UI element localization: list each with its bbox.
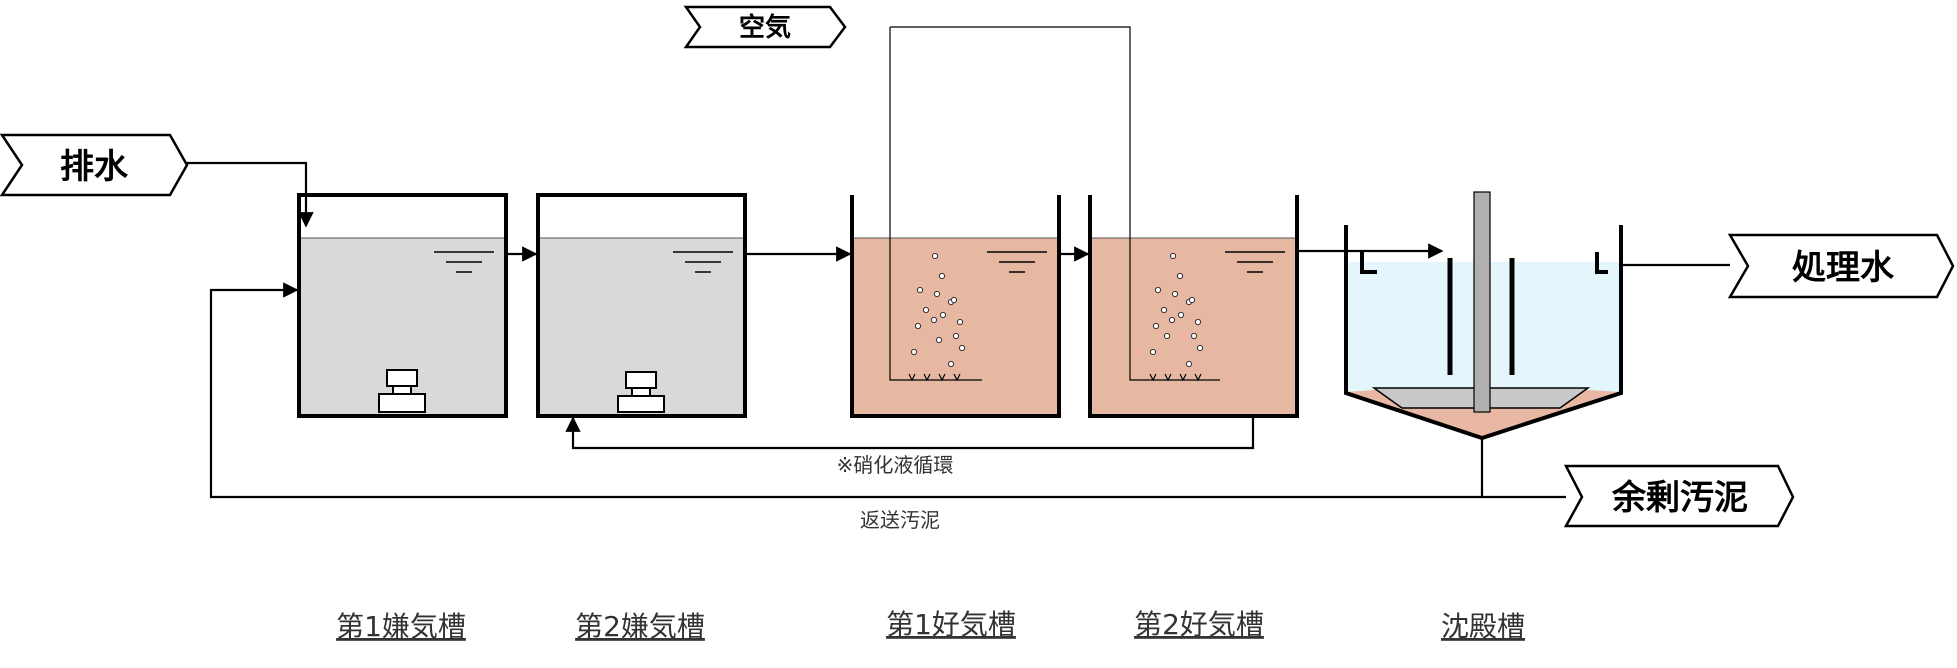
drive-shaft [1473,191,1491,413]
aerobic-tank-2 [890,26,1299,418]
excess-label-text: 余剰汚泥 [1611,478,1748,518]
tank-4-wall [1088,195,1299,418]
treated-label-text: 処理水 [1792,248,1895,288]
anaerobic-tank-2 [536,193,747,418]
anaerobic-tank-1 [297,193,508,418]
diffuser-icon [1149,373,1202,382]
caption-anaerobic-2: 第2嫌気槽 [575,610,705,643]
caption-aerobic-1: 第1好気槽 [886,608,1016,641]
tank-4-liquid [1090,238,1297,416]
mixer-icon [617,371,665,413]
mixer-icon [378,369,426,413]
nitrate-recycle-label: ※硝化液循環 [837,453,954,477]
level-mark-icon [434,251,494,273]
return-sludge-pipe [209,282,1482,499]
excess-sludge-output-label: 余剰汚泥 [1563,464,1795,528]
drain-label-text: 排水 [60,147,129,187]
level-mark-icon [1225,251,1285,273]
settling-tank [1344,191,1623,441]
caption-aerobic-2: 第2好気槽 [1134,608,1264,641]
drain-inflow-pipe [187,161,314,228]
tank-3-wall [850,195,1061,418]
caption-settling: 沈殿槽 [1441,610,1525,643]
air-input-label: 空気 [683,5,847,49]
air-pipe [889,27,982,381]
return-sludge-label: 返送汚泥 [860,508,940,532]
nitrate-recycle-pipe [565,416,1255,450]
diffuser-icon [908,373,961,382]
air-label-text: 空気 [739,12,791,43]
drain-input-label: 排水 [0,133,189,197]
level-mark-icon [987,251,1047,273]
inlet-weir [1360,252,1377,274]
excess-sludge-pipe [1480,438,1566,499]
tank-2-wall [536,193,747,418]
aerobic-tank-1 [850,27,1061,418]
caption-anaerobic-1: 第1嫌気槽 [336,610,466,643]
level-mark-icon [673,251,733,273]
tank-3-liquid [852,238,1059,416]
air-pipe [890,26,1220,381]
tank-1-wall [297,193,508,418]
treated-water-output-label: 処理水 [1727,233,1955,299]
air-bubbles-icon [910,252,966,368]
air-bubbles-icon [1149,252,1204,368]
outlet-weir [1595,252,1608,274]
